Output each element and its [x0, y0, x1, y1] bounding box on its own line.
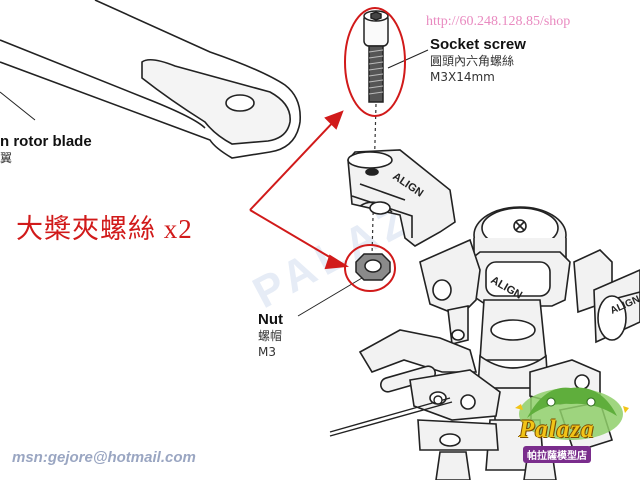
logo-word: Palaza: [519, 416, 595, 443]
nut-title: Nut: [258, 311, 283, 328]
screw-leader-line: [387, 49, 429, 69]
nut-chinese: 螺帽: [258, 329, 283, 343]
logo-mascot-icon: [515, 387, 629, 440]
shop-url-watermark: http://60.248.128.85/shop: [426, 14, 571, 29]
msn-contact-watermark: msn:gejore@hotmail.com: [12, 449, 196, 466]
rotor-head: [469, 206, 640, 344]
linkage-left: [419, 238, 481, 345]
blade-grip: [347, 149, 456, 247]
socket-screw-chinese: 圓頭內六角螺絲: [430, 54, 515, 68]
socket-screw-spec: M3X14mm: [430, 70, 495, 84]
screw-highlight-circle: [344, 7, 406, 117]
rotor-blade: [0, 0, 302, 159]
socket-screw-drawing: [363, 10, 389, 103]
blade-leader-line: [0, 91, 36, 121]
red-arrows: [249, 110, 350, 270]
rotor-blade-title: n rotor blade: [0, 133, 92, 150]
nut-drawing: [355, 253, 391, 281]
grip-screw-caption: 大槳夾螺絲 x2: [16, 214, 193, 244]
palaza-logo: Palaza 帕拉薩模型店: [505, 378, 637, 474]
nut-highlight-circle: [344, 244, 396, 292]
socket-screw-title: Socket screw: [430, 36, 526, 53]
assembly-axis-line: [371, 103, 377, 256]
rotor-blade-chinese: 翼: [0, 151, 13, 165]
flybar-rod: [329, 395, 453, 437]
logo-subtitle: 帕拉薩模型店: [523, 446, 591, 463]
nut-spec: M3: [258, 345, 276, 359]
